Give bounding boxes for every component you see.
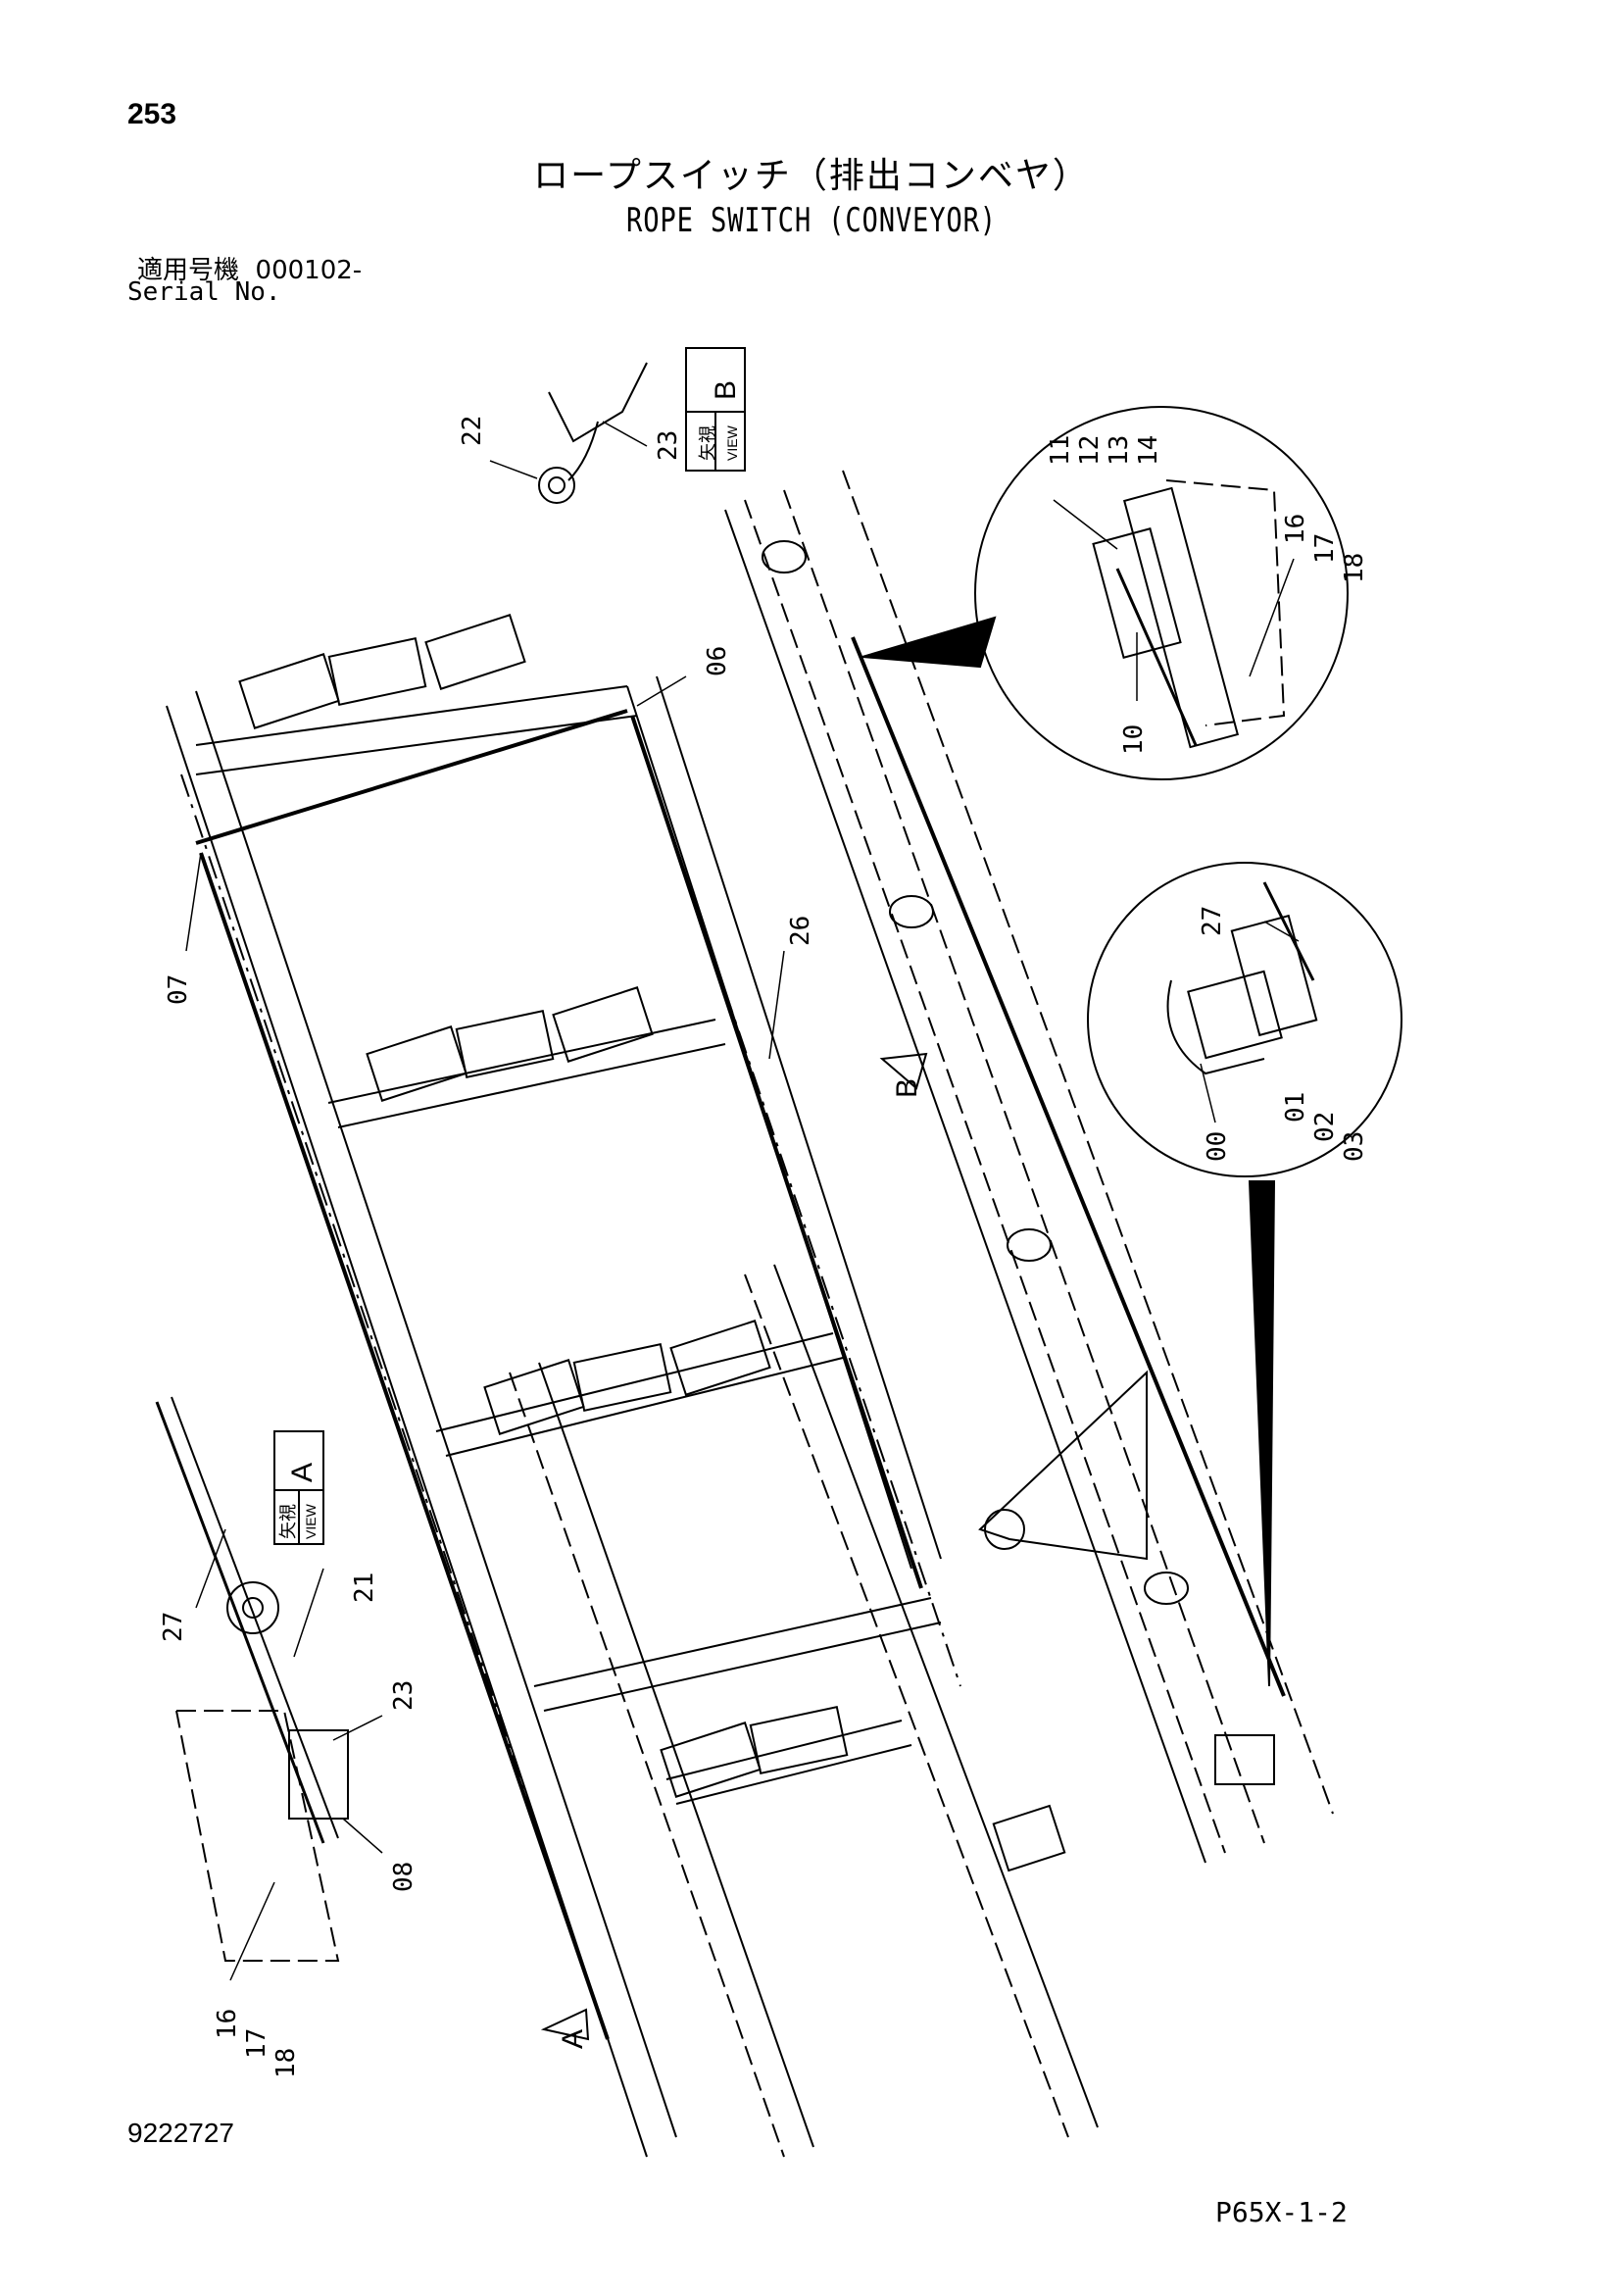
page-number: 253 [127,98,177,130]
page-code: P65X-1-2 [1215,2196,1348,2228]
detail-pointer-upper [861,616,997,669]
switch-detail-circle-lower [1087,862,1402,1177]
callout-23-top: 23 [654,430,683,461]
view-b-letter: B [710,380,742,400]
view-b-jp: 矢視 [698,425,718,461]
section-arrow-a-letter: A [557,2029,589,2049]
title-japanese: ロープスイッチ（排出コンベヤ） [533,156,1090,196]
view-a-jp: 矢視 [278,1504,299,1539]
callout-22: 22 [458,416,487,446]
conveyor-rollers [238,614,849,1798]
serial-label-jp-text: 適用号機 [137,256,240,285]
callout-26: 26 [786,916,815,946]
callout-03: 03 [1340,1131,1369,1162]
callout-13: 13 [1105,435,1134,466]
callout-01: 01 [1281,1092,1310,1123]
callout-27-right: 27 [1198,906,1227,936]
section-arrow-a [540,2008,590,2041]
switch-detail-circle-upper [974,406,1349,780]
title-english: ROPE SWITCH (CONVEYOR) [626,201,997,240]
callout-21: 21 [350,1572,379,1603]
callout-18-left: 18 [271,2048,301,2078]
callout-00: 00 [1203,1131,1232,1162]
view-b-en: VIEW [724,424,740,461]
callout-08: 08 [389,1862,418,1892]
callout-23-left: 23 [389,1680,418,1711]
view-a-letter: A [286,1463,319,1482]
view-a-detail [155,1396,349,1962]
serial-value: 000102- [255,256,363,285]
callout-16-left: 16 [213,2009,242,2039]
callout-07: 07 [164,974,193,1005]
callout-27-left: 27 [159,1612,188,1642]
callout-18-upper: 18 [1340,553,1369,583]
section-arrow-b-letter: B [891,1078,923,1098]
callout-17-left: 17 [242,2028,271,2059]
callout-16-upper: 16 [1281,514,1310,544]
serial-label-japanese: 適用号機 000102- [137,250,362,286]
callout-02: 02 [1310,1112,1340,1142]
view-b-detail [538,347,746,504]
callout-labels: 22 23 06 07 26 27 21 23 08 16 17 18 11 1… [159,380,1369,2078]
callout-14: 14 [1134,435,1163,466]
side-rail [724,470,1334,1872]
view-a-en: VIEW [303,1503,319,1539]
callout-06: 06 [703,646,732,676]
callout-10: 10 [1119,724,1149,755]
serial-label-english: Serial No. [127,277,281,307]
leader-lines [185,421,1300,1981]
drawing-number: 9222727 [127,2118,235,2148]
section-arrow-b [879,1052,928,1090]
callout-11: 11 [1046,435,1075,466]
callout-17-upper: 17 [1310,533,1340,564]
conveyor-frame [166,675,1099,2158]
detail-pointer-lower [1248,1180,1276,1687]
callout-12: 12 [1075,435,1105,466]
